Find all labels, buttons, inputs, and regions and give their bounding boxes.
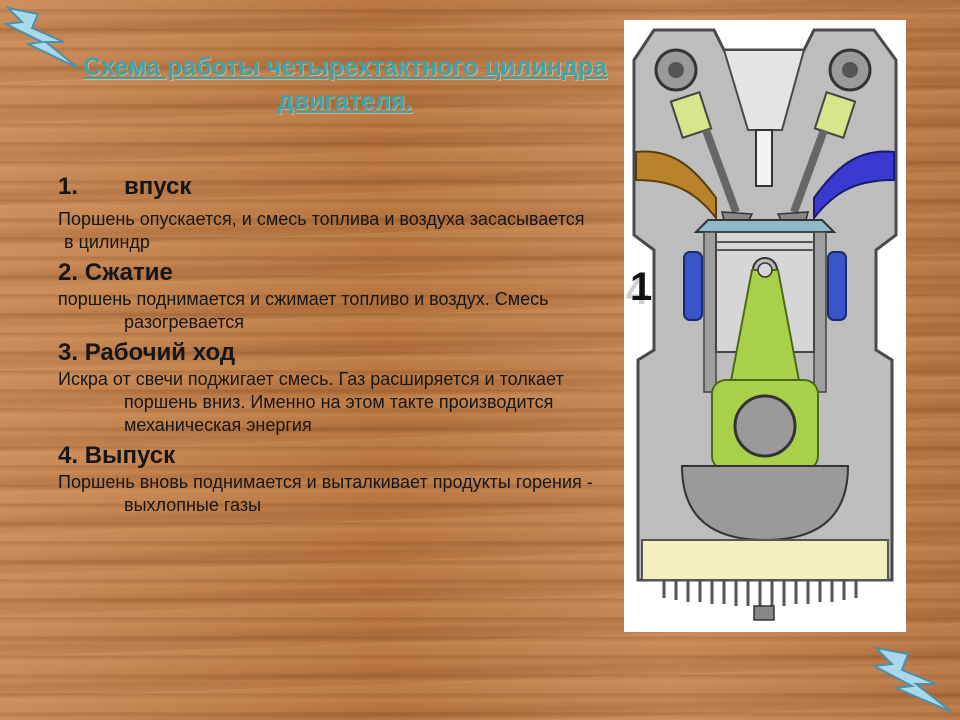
strokes-list: 1. впуск Поршень опускается, и смесь топл… bbox=[58, 172, 618, 517]
intake-port bbox=[635, 150, 717, 221]
coolant-jacket bbox=[827, 251, 847, 321]
combustion-chamber bbox=[693, 219, 837, 233]
coolant-jacket bbox=[683, 251, 703, 321]
step-number: 1. bbox=[58, 173, 79, 200]
drain-plug bbox=[753, 605, 775, 621]
exhaust-port bbox=[813, 150, 895, 221]
step-description-intake: Поршень опускается, и смесь топлива и во… bbox=[58, 209, 585, 229]
step-description-exhaust: Поршень вновь поднимается и выталкивает … bbox=[58, 472, 593, 515]
step-name: Выпуск bbox=[84, 442, 176, 469]
stroke-number: 1 bbox=[630, 265, 652, 309]
engine-diagram: 4 1 bbox=[624, 20, 906, 632]
step-number: 3. bbox=[58, 339, 79, 366]
step-name: впуск bbox=[124, 173, 192, 200]
step-description-compression: поршень поднимается и сжимает топливо и … bbox=[58, 289, 549, 332]
lightning-bolt-icon bbox=[2, 6, 79, 69]
lightning-bolt-icon bbox=[870, 646, 953, 713]
step-heading-intake: 1. впуск bbox=[58, 172, 618, 202]
step-heading-compression: 2. Сжатие bbox=[58, 258, 618, 288]
step-name: Рабочий ход bbox=[84, 339, 236, 366]
step-heading-exhaust: 4. Выпуск bbox=[58, 441, 618, 471]
stroke-number-shadow: 4 bbox=[626, 269, 649, 313]
step-number: 2. bbox=[58, 259, 79, 286]
step-description-power: Искра от свечи поджигает смесь. Газ расш… bbox=[58, 369, 564, 435]
spark-plug-well bbox=[722, 49, 806, 131]
cooling-fins bbox=[662, 580, 858, 606]
slide-title: Схема работы четырехтактного цилиндра дв… bbox=[83, 53, 607, 115]
crank-journal bbox=[733, 394, 797, 458]
step-description-intake-continued: в цилиндр bbox=[64, 232, 150, 252]
oil-sump bbox=[641, 539, 889, 581]
cylinder-wall bbox=[703, 231, 717, 393]
step-heading-power: 3. Рабочий ход bbox=[58, 338, 618, 368]
spark-plug bbox=[755, 129, 773, 187]
step-number: 4. bbox=[58, 442, 79, 469]
cylinder-wall bbox=[813, 231, 827, 393]
step-name: Сжатие bbox=[84, 259, 173, 286]
